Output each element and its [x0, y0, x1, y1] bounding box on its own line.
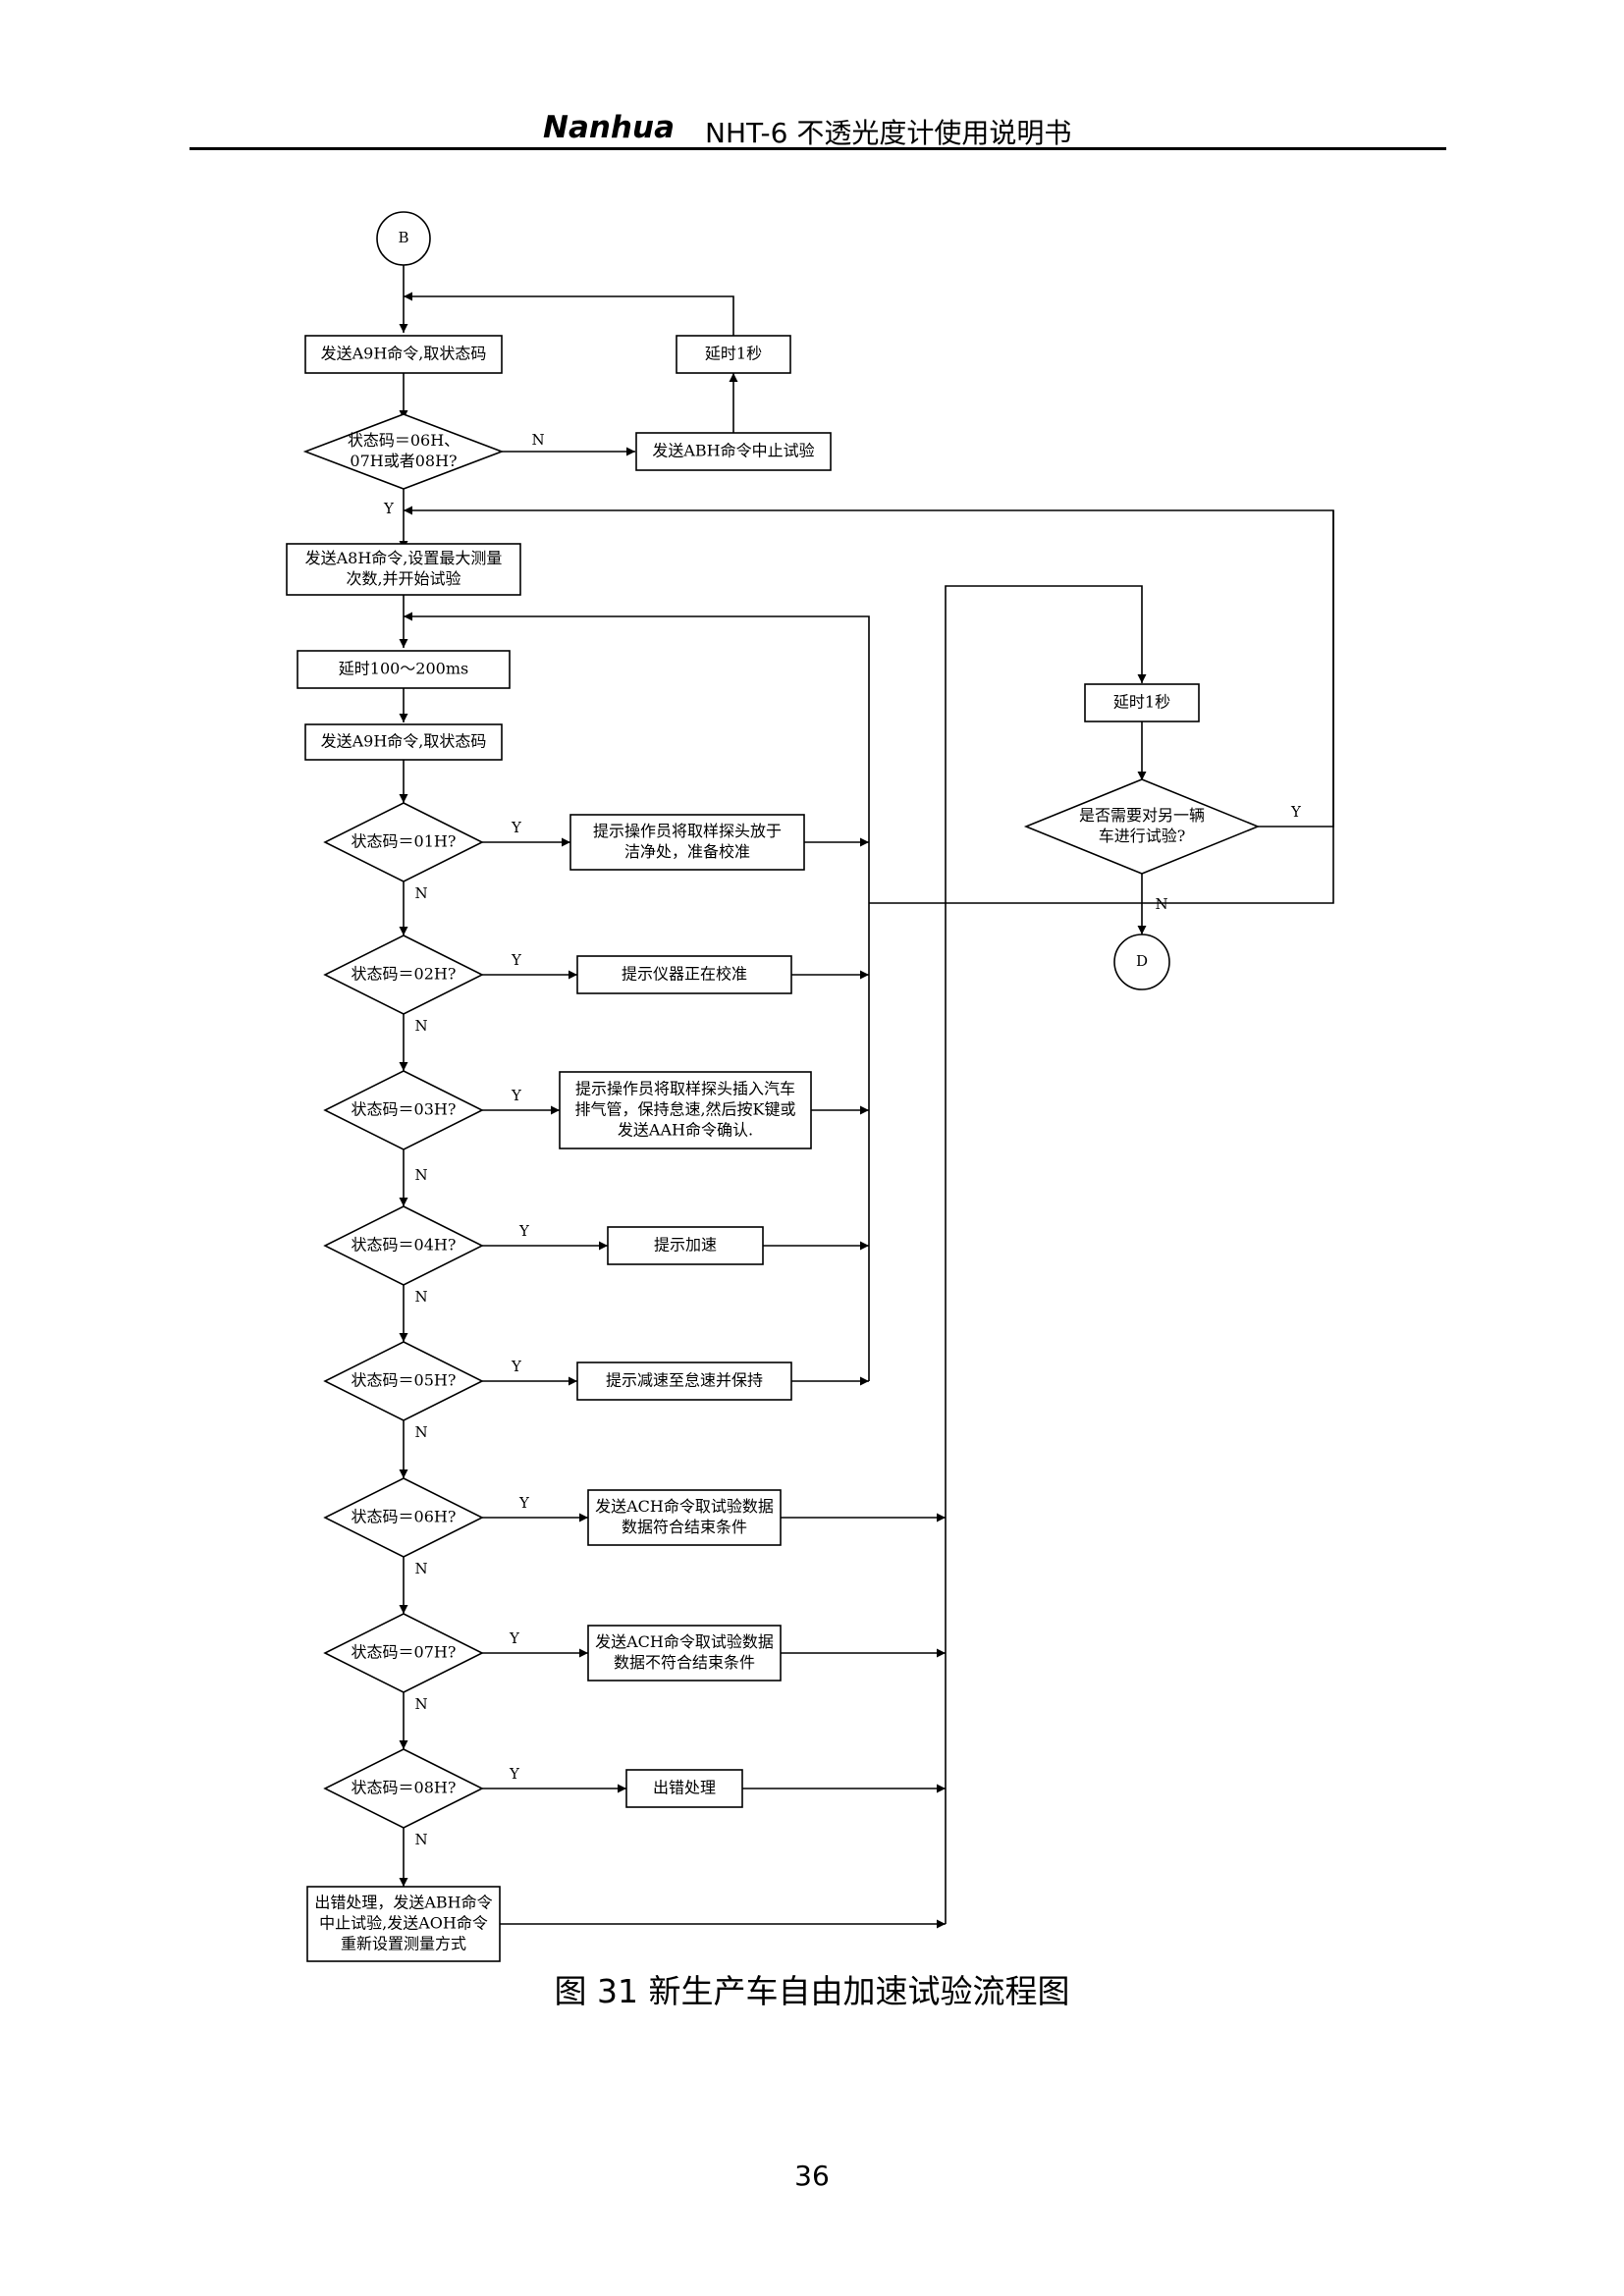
label-y-02: Y	[511, 951, 522, 969]
prompt-07-text-line-1: 发送ACH命令取试验数据	[595, 1632, 774, 1651]
decision-status-05-text: 状态码＝05H?	[352, 1371, 457, 1390]
label-n-04: N	[414, 1288, 427, 1306]
edge-delay-loop-back	[404, 292, 734, 336]
edge-bus-to-delay-right	[945, 585, 1147, 1924]
send-a9-command-1-text: 发送A9H命令,取状态码	[321, 345, 487, 363]
connector-b-circle	[376, 211, 431, 266]
decision-06-07-08-text-line-2: 07H或者08H?	[350, 452, 457, 470]
send-abh-stop-text: 发送ABH命令中止试验	[652, 442, 814, 460]
decision-another-vehicle-text-line-2: 车进行试验?	[1099, 827, 1186, 845]
send-a9-command-1-box	[304, 335, 503, 374]
decision-status-02-text: 状态码＝02H?	[352, 965, 457, 984]
prompt-04-text: 提示加速	[654, 1236, 717, 1255]
label-n-05: N	[414, 1423, 427, 1441]
label-y-06: Y	[518, 1494, 530, 1512]
decision-status-03-diamond	[323, 1070, 484, 1150]
prompt-06-text-line-1: 发送ACH命令取试验数据	[595, 1497, 774, 1516]
prompt-01-text-line-1: 提示操作员将取样探头放于	[593, 822, 782, 840]
label-n-again: N	[1155, 895, 1167, 913]
decision-status-04-diamond	[323, 1205, 484, 1286]
prompt-06-text-line-2: 数据符合结束条件	[622, 1518, 747, 1536]
error-handling-text-line-3: 重新设置测量方式	[341, 1935, 466, 1953]
prompt-08-box	[625, 1769, 743, 1808]
label-n-08: N	[414, 1831, 427, 1848]
connector-d-circle	[1113, 934, 1170, 990]
header-rule	[189, 147, 1446, 150]
decision-status-02-diamond	[323, 934, 484, 1015]
label-y-08: Y	[509, 1765, 520, 1783]
prompt-05-box	[576, 1362, 792, 1401]
page-number: 36	[794, 2160, 830, 2192]
label-y-1: Y	[383, 500, 395, 517]
prompt-03-text-line-1: 提示操作员将取样探头插入汽车	[575, 1080, 795, 1098]
prompt-03-text-line-2: 排气管，保持怠速,然后按K键或	[574, 1100, 795, 1119]
error-handling-text-line-1: 出错处理，发送ABH命令	[314, 1894, 492, 1912]
decision-status-08-text: 状态码＝08H?	[352, 1779, 457, 1797]
edge-again-yes	[1258, 510, 1334, 828]
decision-status-06-text: 状态码＝06H?	[352, 1508, 457, 1526]
prompt-07-box	[587, 1625, 782, 1682]
send-a9-command-2-box	[304, 723, 503, 761]
prompt-03-box	[559, 1071, 812, 1149]
prompt-01-box	[569, 814, 805, 871]
decision-06-07-08-diamond	[302, 413, 505, 490]
label-n-03: N	[414, 1166, 427, 1184]
decision-06-07-08-text-line-1: 状态码＝06H、	[348, 431, 460, 450]
send-abh-stop-box	[635, 432, 832, 471]
decision-status-08-diamond	[323, 1748, 484, 1829]
decision-status-06-diamond	[323, 1477, 484, 1558]
label-y-again: Y	[1290, 803, 1302, 821]
prompt-06-box	[587, 1489, 782, 1546]
label-y-05: Y	[511, 1358, 522, 1375]
decision-status-01-diamond	[323, 802, 484, 882]
prompt-03-text-line-3: 发送AAH命令确认.	[618, 1121, 753, 1140]
connector-d-text: D	[1136, 952, 1148, 970]
figure-caption: 图 31 新生产车自由加速试验流程图	[554, 1972, 1070, 2010]
delay-1s-top-box	[676, 335, 791, 374]
label-n-07: N	[414, 1695, 427, 1713]
edge-loop-return	[404, 612, 870, 1381]
label-y-07: Y	[509, 1629, 520, 1647]
decision-status-04-text: 状态码＝04H?	[352, 1236, 457, 1255]
label-y-01: Y	[511, 819, 522, 836]
delay-100-200ms-box	[297, 650, 511, 689]
manual-title: NHT-6 不透光度计使用说明书	[705, 117, 1072, 149]
label-n-02: N	[414, 1017, 427, 1035]
nanhua-logo: Nanhua	[543, 110, 675, 145]
label-n-1: N	[531, 431, 544, 449]
label-n-06: N	[414, 1560, 427, 1577]
decision-status-05-diamond	[323, 1341, 484, 1421]
label-y-03: Y	[511, 1087, 522, 1104]
decision-status-07-diamond	[323, 1613, 484, 1693]
delay-1s-right-text: 延时1秒	[1113, 693, 1170, 712]
send-a8-command-text-line-1: 发送A8H命令,设置最大测量	[305, 549, 503, 567]
delay-100-200ms-text: 延时100～200ms	[339, 660, 468, 678]
decision-status-01-text: 状态码＝01H?	[352, 832, 457, 851]
label-n-01: N	[414, 884, 427, 902]
prompt-07-text-line-2: 数据不符合结束条件	[614, 1653, 755, 1672]
decision-status-03-text: 状态码＝03H?	[352, 1100, 457, 1119]
prompt-08-text: 出错处理	[653, 1779, 716, 1797]
decision-another-vehicle-diamond	[1023, 778, 1261, 875]
prompt-02-box	[576, 955, 792, 994]
send-a8-command-box	[286, 543, 521, 596]
send-a9-command-2-text: 发送A9H命令,取状态码	[321, 732, 487, 751]
delay-1s-top-text: 延时1秒	[705, 345, 762, 363]
delay-1s-right-box	[1084, 683, 1200, 722]
label-y-04: Y	[518, 1222, 530, 1240]
connector-b-text: B	[398, 229, 408, 246]
prompt-02-text: 提示仪器正在校准	[622, 965, 747, 984]
page-header: Nanhua NHT-6 不透光度计使用说明书	[189, 106, 1446, 149]
prompt-05-text: 提示减速至怠速并保持	[606, 1371, 763, 1390]
error-handling-box	[306, 1886, 501, 1962]
prompt-01-text-line-2: 洁净处，准备校准	[624, 842, 750, 861]
error-handling-text-line-2: 中止试验,发送AOH命令	[319, 1914, 488, 1933]
decision-status-07-text: 状态码＝07H?	[352, 1643, 457, 1662]
prompt-04-box	[607, 1226, 764, 1265]
decision-another-vehicle-text-line-1: 是否需要对另一辆	[1079, 806, 1205, 825]
send-a8-command-text-line-2: 次数,并开始试验	[346, 569, 460, 588]
